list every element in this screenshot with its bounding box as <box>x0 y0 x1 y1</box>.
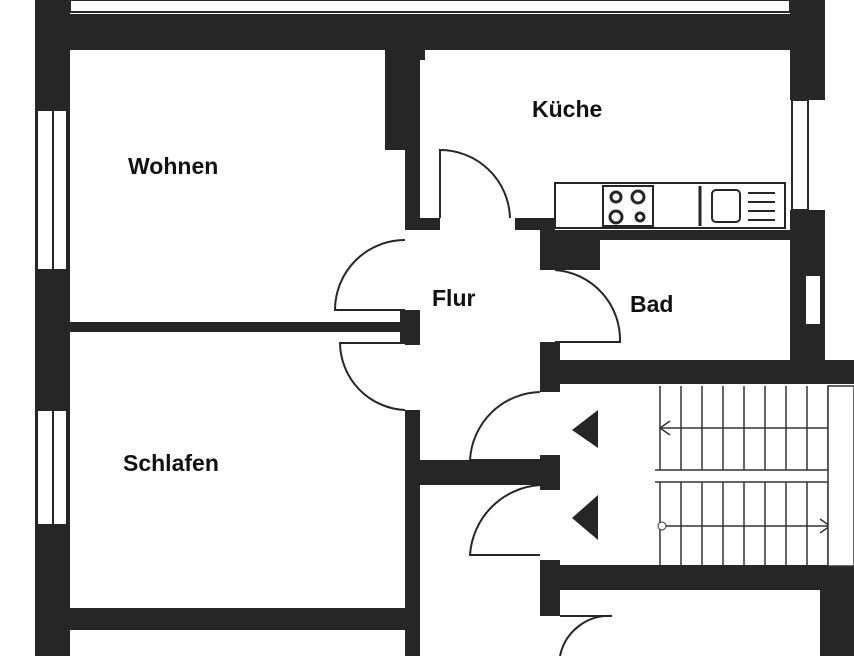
kitchen-counter <box>554 182 786 229</box>
sink-icon <box>711 189 741 223</box>
door-schlafen <box>338 342 406 411</box>
stair-rail <box>827 385 854 567</box>
window-schlafen-inner <box>52 409 68 526</box>
stove-icon <box>602 185 654 227</box>
room-label-schlafen: Schlafen <box>123 450 219 476</box>
window-wohnen-inner <box>52 109 68 271</box>
door-bottom <box>559 614 613 656</box>
window-wohnen <box>36 109 54 271</box>
room-label-wohnen: Wohnen <box>128 153 218 179</box>
stair-arrow-icon <box>658 420 671 436</box>
entry-arrow-icons <box>572 410 598 540</box>
room-label-flur: Flur <box>432 285 475 311</box>
door-bad <box>554 269 622 343</box>
window-bad <box>804 274 822 326</box>
window-schlafen <box>36 409 54 526</box>
window-top <box>69 0 791 13</box>
stair-start-icon <box>657 521 667 531</box>
room-label-bad: Bad <box>630 291 673 317</box>
window-kueche <box>791 99 809 211</box>
door-wohnen <box>333 239 406 311</box>
door-entry <box>468 391 541 461</box>
door-entry-lower <box>468 484 541 556</box>
staircase <box>655 385 854 567</box>
windows <box>36 0 822 526</box>
room-label-kueche: Küche <box>532 96 602 122</box>
walls <box>35 0 854 656</box>
door-kueche <box>439 148 511 219</box>
doors <box>333 148 622 656</box>
